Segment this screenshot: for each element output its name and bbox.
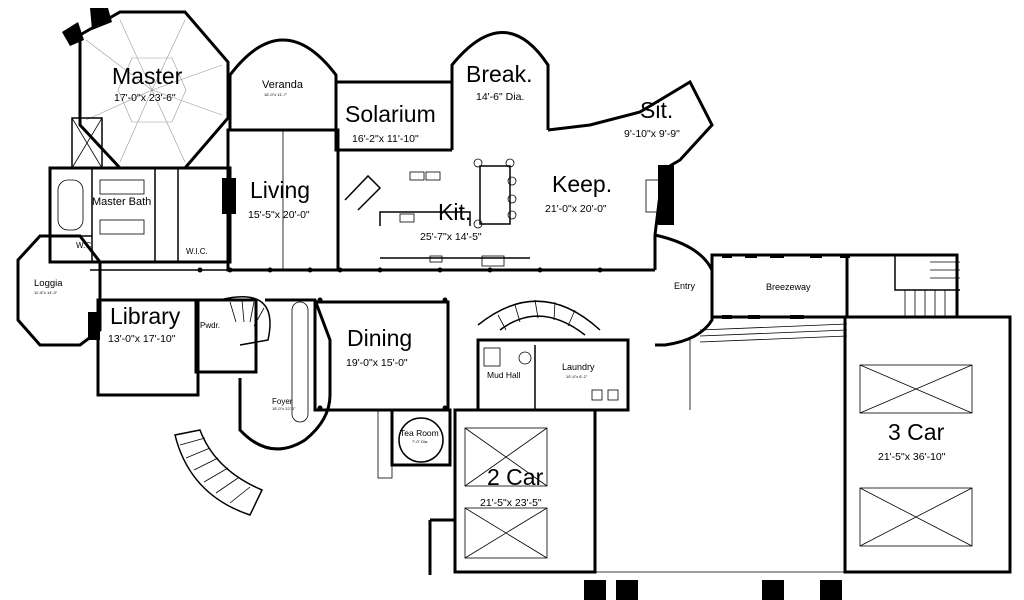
room-veranda-name: Veranda xyxy=(262,79,304,91)
room-powder-name: Pwdr. xyxy=(200,321,220,330)
room-wic-name: W.I.C. xyxy=(186,247,208,256)
room-solarium-name: Solarium xyxy=(345,101,436,127)
room-garage-3-name: 3 Car xyxy=(888,419,945,445)
room-master-bath-name: Master Bath xyxy=(92,196,151,208)
room-garage-3-dims: 21'-5"x 36'-10" xyxy=(878,451,946,463)
room-loggia-dims: 11'-8"x 14'-3" xyxy=(34,290,58,295)
room-breezeway-name: Breezeway xyxy=(766,282,811,292)
room-keeping-dims: 21'-0"x 20'-0" xyxy=(545,203,607,215)
room-solarium-dims: 16'-2"x 11'-10" xyxy=(352,133,419,145)
room-wc-name: W.C. xyxy=(76,241,93,250)
room-kitchen-name: Kit. xyxy=(438,199,471,225)
room-mud-hall-name: Mud Hall xyxy=(487,370,521,380)
room-library-name: Library xyxy=(110,303,181,329)
room-labels: Master 17'-0"x 23'-6" Veranda 16'-0"x 11… xyxy=(34,61,946,509)
room-tea-room-dims: 7'-0" Dia. xyxy=(412,439,428,444)
room-garage-2-dims: 21'-5"x 23'-5" xyxy=(480,497,542,509)
room-living-dims: 15'-5"x 20'-0" xyxy=(248,209,310,221)
room-dining-name: Dining xyxy=(347,325,412,351)
room-laundry-name: Laundry xyxy=(562,362,595,372)
room-keeping-name: Keep. xyxy=(552,171,612,197)
room-dining-dims: 19'-0"x 15'-0" xyxy=(346,357,408,369)
room-sitting-name: Sit. xyxy=(640,97,673,123)
room-living-name: Living xyxy=(250,177,310,203)
room-master-dims: 17'-0"x 23'-6" xyxy=(114,92,176,104)
room-library-dims: 13'-0"x 17'-10" xyxy=(108,333,176,345)
room-breakfast-dims: 14'-6" Dia. xyxy=(476,91,524,103)
room-kitchen-dims: 25'-7"x 14'-5" xyxy=(420,231,482,243)
room-tea-room-name: Tea Room xyxy=(400,428,439,438)
room-master-name: Master xyxy=(112,63,183,89)
room-garage-2-name: 2 Car xyxy=(487,464,544,490)
room-foyer-name: Foyer xyxy=(272,397,293,406)
exterior-walls xyxy=(16,8,1012,600)
room-laundry-dims: 10'-4"x 6'-2" xyxy=(566,374,588,379)
room-foyer-dims: 15'-0"x 12'-0" xyxy=(272,406,296,411)
room-loggia-name: Loggia xyxy=(34,278,63,289)
room-sitting-dims: 9'-10"x 9'-9" xyxy=(624,128,680,140)
room-entry-name: Entry xyxy=(674,281,696,291)
room-veranda-dims: 16'-0"x 11'-?" xyxy=(264,92,288,97)
room-breakfast-name: Break. xyxy=(466,61,532,87)
